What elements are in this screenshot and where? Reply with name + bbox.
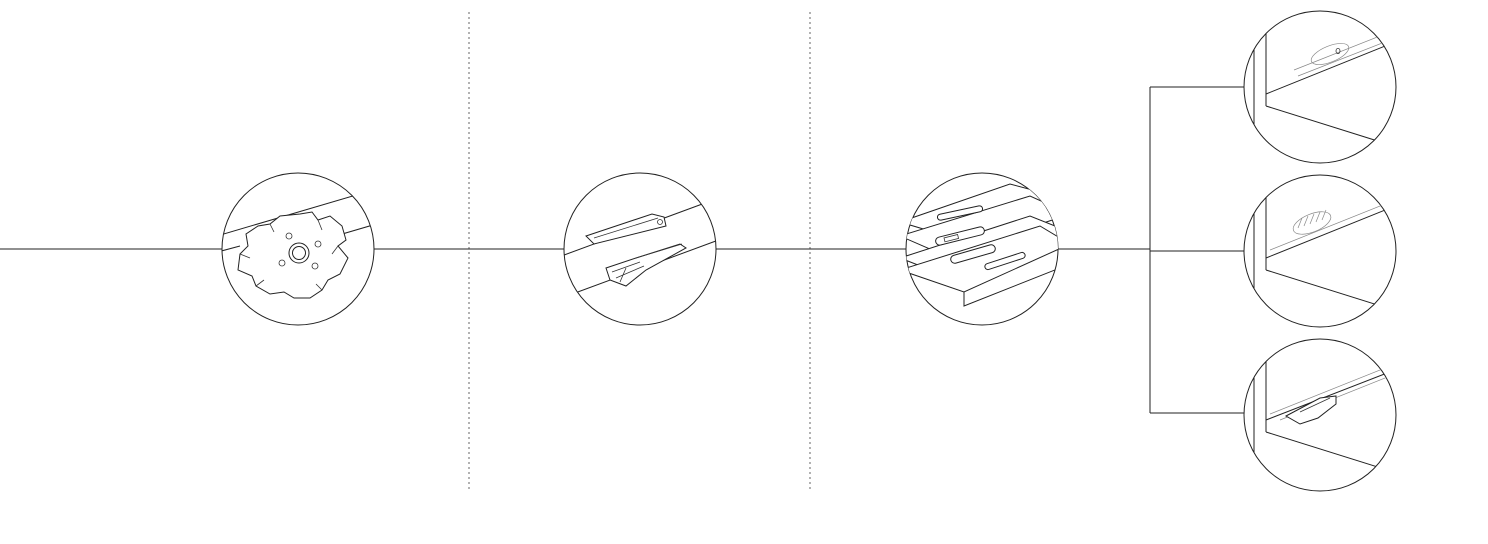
- corner-joint-round-icon: [1243, 10, 1397, 164]
- cutter-blade-icon: [221, 172, 375, 326]
- corner-joint-clip-icon: [1243, 338, 1397, 492]
- branch-connector: [1149, 86, 1244, 414]
- corner-joint-knurled-icon: [1243, 174, 1397, 328]
- slot-insert-icon: [563, 172, 717, 326]
- connector-panels-icon: [905, 172, 1059, 326]
